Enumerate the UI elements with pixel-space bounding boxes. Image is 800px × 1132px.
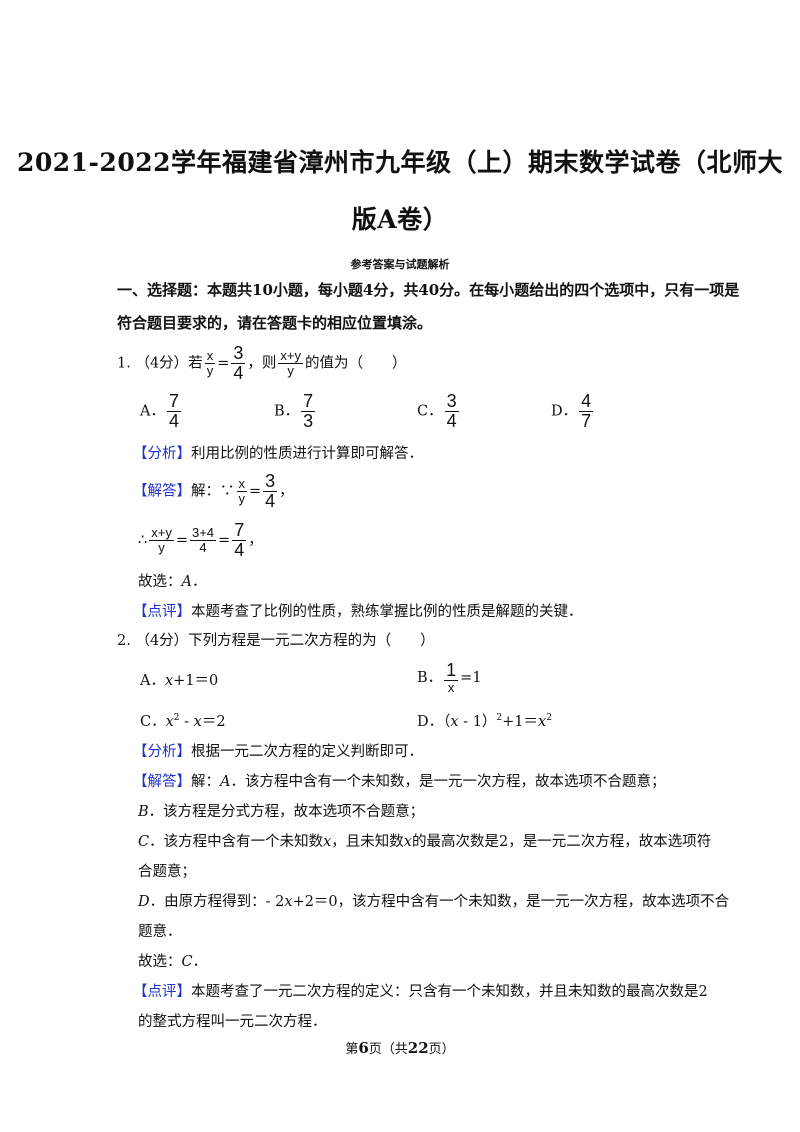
q2-comment: 【点评】本题考查了一元二次方程的定义：只含有一个未知数，并且未知数的最高次数是2: [133, 984, 708, 1000]
q2-comment-cont: 的整式方程叫一元二次方程．: [138, 1014, 327, 1030]
q2-analysis: 【分析】根据一元二次方程的定义判断即可．: [133, 744, 423, 760]
page-subtitle: 参考答案与试题解析: [350, 258, 450, 271]
question-number: 1.: [117, 355, 131, 372]
q2-answer-b: B．该方程是分式方程，故本选项不合题意；: [138, 804, 425, 820]
q2-choice: 故选：C．: [138, 954, 208, 970]
q2-answer-d: D．由原方程得到：- 2x+2＝0，该方程中含有一个未知数，是一元一次方程，故本…: [138, 894, 730, 910]
q2-option-a: A．x+1＝0: [140, 673, 219, 689]
page-number: 6: [358, 1039, 369, 1057]
q2-answer-a: 【解答】解：A．该方程中含有一个未知数，是一元一次方程，故本选项不合题意；: [133, 774, 666, 790]
section-header-line1: 一、选择题：本题共10小题，每小题4分，共40分。在每小题给出的四个选项中，只有…: [117, 281, 740, 299]
page-footer: 第6页（共22页）: [345, 1039, 455, 1057]
question-2-stem: 2. （4分）下列方程是一元二次方程的为（ ）: [117, 633, 435, 649]
page-total: 22: [407, 1039, 429, 1057]
page-title-line2: 版A卷）: [351, 205, 449, 234]
comment-tag: 【点评】: [133, 604, 191, 620]
section-header-line2: 符合题目要求的，请在答题卡的相应位置填涂。: [117, 314, 433, 332]
q2-answer-d-cont: 题意．: [138, 924, 182, 940]
q1-analysis: 【分析】利用比例的性质进行计算即可解答．: [133, 446, 423, 462]
question-score: （4分）若: [135, 355, 203, 372]
q2-option-d: D．（x - 1）2+1＝x2: [417, 713, 552, 730]
q1-choice: 故选：A．: [138, 574, 207, 590]
question-number: 2.: [117, 633, 131, 649]
q2-answer-c: C．该方程中含有一个未知数x，且未知数x的最高次数是2，是一元二次方程，故本选项…: [138, 834, 712, 850]
analysis-tag: 【分析】: [133, 446, 191, 462]
answer-tag: 【解答】: [133, 774, 191, 790]
q2-answer-c-cont: 合题意；: [138, 864, 196, 880]
analysis-tag: 【分析】: [133, 744, 191, 760]
q1-comment: 【点评】本题考查了比例的性质，熟练掌握比例的性质是解题的关键．: [133, 604, 583, 620]
answer-tag: 【解答】: [133, 483, 191, 500]
q2-option-c: C．x2 - x＝2: [140, 713, 226, 730]
page-title-line1: 2021-2022学年福建省漳州市九年级（上）期末数学试卷（北师大: [16, 148, 784, 177]
comment-tag: 【点评】: [133, 984, 191, 1000]
